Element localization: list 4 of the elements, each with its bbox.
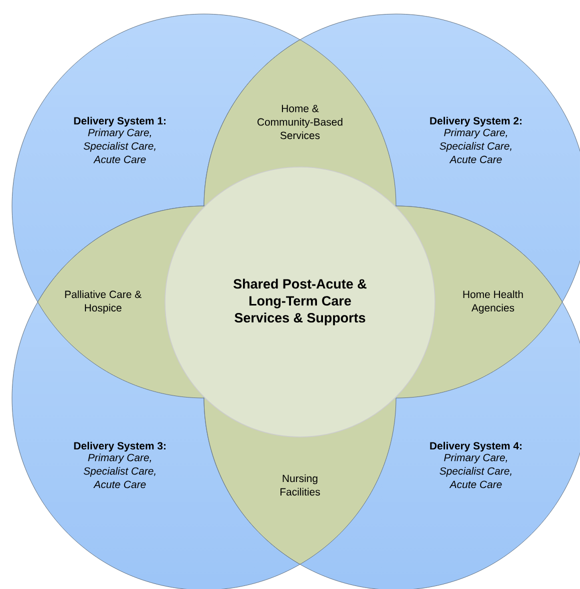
overlap-region: Nursing Facilities [204, 398, 396, 565]
overlap-region: Palliative Care & Hospice [37, 206, 204, 398]
overlap-region: Home & Community-Based Services [204, 39, 396, 206]
overlap-region: Home Health Agencies [396, 206, 563, 398]
